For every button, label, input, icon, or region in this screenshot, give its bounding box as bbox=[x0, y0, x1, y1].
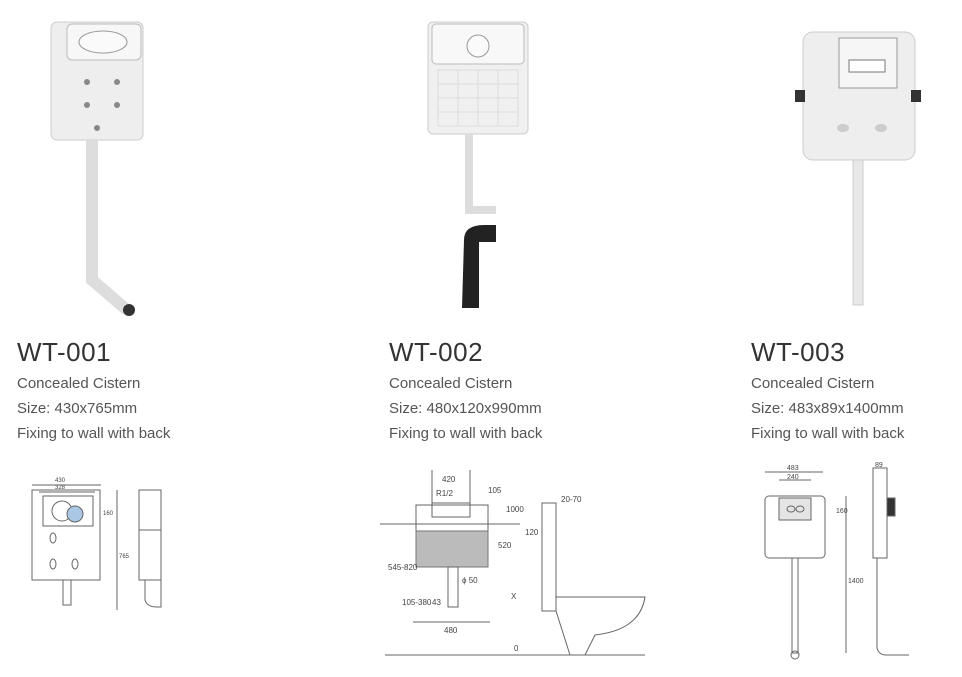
technical-drawing-wt-001: 430 328 160 765 bbox=[31, 478, 162, 610]
dim-plate: 160 bbox=[103, 511, 114, 517]
dim-plate: 160 bbox=[836, 508, 848, 515]
product-size: Size: 430x765mm bbox=[17, 400, 138, 417]
dim-inner: 240 bbox=[787, 474, 799, 481]
dim-depth: 20-70 bbox=[561, 495, 582, 504]
dim-105-380: 105-380 bbox=[402, 598, 432, 607]
product-code: WT-002 bbox=[389, 337, 484, 367]
dim-545: 545-820 bbox=[388, 563, 418, 572]
product-size: Size: 483x89x1400mm bbox=[751, 400, 904, 417]
dim-height: 765 bbox=[119, 554, 130, 560]
dim-bottom: 480 bbox=[444, 626, 458, 635]
dim-thread: R1/2 bbox=[436, 489, 453, 498]
dim-120: 120 bbox=[525, 528, 539, 537]
technical-drawing-wt-002: 420 R1/2 105 1000 520 545-820 105-380 43… bbox=[380, 470, 646, 656]
dim-depth: 89 bbox=[875, 462, 883, 469]
dim-zero: 0 bbox=[514, 644, 519, 653]
dim-520: 520 bbox=[498, 541, 512, 550]
product-card-wt-001: WT-001 Concealed Cistern Size: 430x765mm… bbox=[17, 0, 317, 677]
dim-43: 43 bbox=[432, 598, 441, 607]
dim-width: 483 bbox=[787, 465, 799, 472]
product-code: WT-001 bbox=[17, 337, 112, 367]
product-photo-wt-002 bbox=[427, 21, 529, 308]
dim-1000: 1000 bbox=[506, 505, 524, 514]
product-size: Size: 480x120x990mm bbox=[389, 400, 542, 417]
dim-x: X bbox=[511, 592, 517, 601]
dim-height: 1400 bbox=[848, 578, 864, 585]
dim-top: 420 bbox=[442, 475, 456, 484]
dim-pipe: ϕ 50 bbox=[462, 576, 478, 585]
technical-drawing-wt-003: 483 240 160 1400 89 bbox=[764, 462, 909, 660]
product-fixing: Fixing to wall with back bbox=[17, 425, 171, 442]
product-type: Concealed Cistern bbox=[389, 375, 513, 392]
product-card-wt-003: WT-003 Concealed Cistern Size: 483x89x14… bbox=[751, 0, 962, 677]
product-card-wt-002: WT-002 Concealed Cistern Size: 480x120x9… bbox=[380, 0, 689, 677]
dim-105: 105 bbox=[488, 486, 502, 495]
product-code: WT-003 bbox=[751, 337, 846, 367]
product-type: Concealed Cistern bbox=[751, 375, 875, 392]
product-type: Concealed Cistern bbox=[17, 375, 141, 392]
dim-inner: 328 bbox=[55, 485, 66, 491]
product-fixing: Fixing to wall with back bbox=[751, 425, 905, 442]
product-photo-wt-001 bbox=[50, 21, 144, 316]
dim-width: 430 bbox=[55, 478, 66, 484]
product-photo-wt-003 bbox=[795, 31, 921, 306]
product-fixing: Fixing to wall with back bbox=[389, 425, 543, 442]
